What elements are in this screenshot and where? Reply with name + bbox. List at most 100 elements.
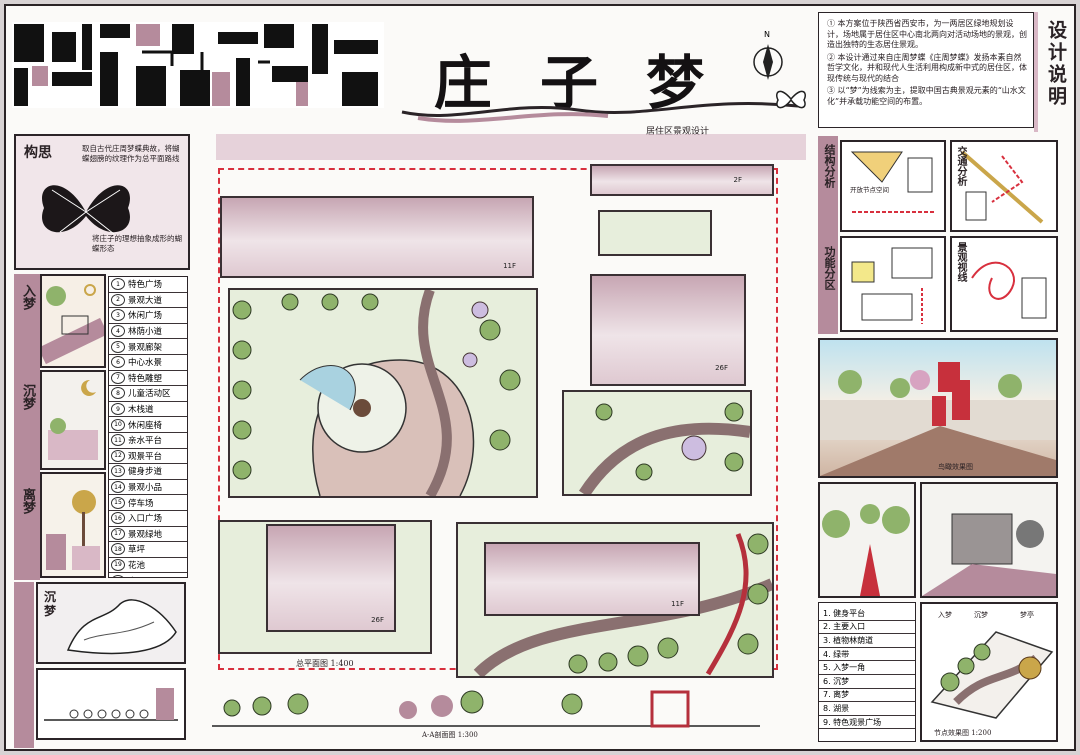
traffic-diagram [960, 150, 1044, 224]
legend-text: 中心水景 [128, 358, 163, 369]
axo-caption: 节点效果图 1:200 [934, 729, 992, 737]
structure-note: 开放节点空间 [850, 186, 889, 194]
legend-number: 5 [111, 340, 125, 353]
subtitle: 居住区景观设计 [646, 127, 710, 137]
legend2-item: 3. 植物林荫道 [819, 634, 915, 648]
building-se-11f: 11F [484, 542, 700, 616]
butterfly-icon [776, 90, 806, 109]
legend-number: 9 [111, 403, 125, 416]
concept-panel: 构思 取自古代庄周梦蝶典故，将蝴蝶翅膀的纹理作为总平面路线 将庄子的理想抽象成形… [14, 134, 190, 270]
title-brush-swash [401, 102, 799, 123]
legend-text: 健身步道 [128, 467, 163, 478]
function-label: 功能分区 [823, 246, 836, 290]
legend-number: 7 [111, 371, 125, 384]
structure-analysis-panel: 开放节点空间 [840, 140, 946, 232]
traffic-analysis-panel [950, 140, 1058, 232]
building-label-north: 11F [503, 262, 516, 270]
legend-text: 休闲广场 [128, 311, 163, 322]
axo-label-2: 沉梦 [974, 611, 988, 619]
rock-sketch [66, 599, 177, 655]
building-north-11f: 11F [220, 196, 534, 278]
sketch-leave-dream [40, 472, 106, 578]
legend-number: 17 [111, 527, 125, 540]
legend2-item: 5. 入梦一角 [819, 661, 915, 675]
legend2-item: 1. 健身平台 [819, 607, 915, 621]
rock-sketch-label: 沉梦 [44, 590, 57, 618]
legend2-item: 4. 绿带 [819, 648, 915, 662]
perspective-panel: 鸟瞰效果图 [818, 338, 1058, 478]
legend-text: 花池 [128, 560, 146, 571]
building-label-ne: 2F [733, 176, 742, 184]
dream-label-3: 离梦 [20, 488, 35, 514]
legend-text: 特色广场 [128, 280, 163, 291]
legend2-item: 2. 主要入口 [819, 621, 915, 635]
function-analysis-panel [840, 236, 946, 332]
legend-text: 水景 [128, 575, 145, 578]
legend-number: 13 [111, 465, 125, 478]
notes-side-band [1034, 12, 1038, 132]
garden-central [228, 288, 538, 499]
legend-item: 20水景 [109, 573, 187, 578]
legend-number: 20 [111, 574, 125, 577]
axonometric-panel: 入梦 沉梦 梦亭 节点效果图 1:200 [920, 602, 1058, 742]
garden-east [562, 390, 752, 498]
bottom-left-strip [14, 582, 34, 748]
legend-text: 景观小品 [128, 483, 163, 494]
concept-text-bottom: 将庄子的理想抽象成形的蝴蝶形态 [92, 234, 182, 253]
legend-number: 8 [111, 387, 125, 400]
section-strip [212, 682, 760, 734]
design-notes-panel: ① 本方案位于陕西省西安市，为一两居区绿地规划设计，场地属于居住区中心南北两向对… [818, 12, 1034, 128]
legend-text: 草坪 [128, 545, 146, 556]
legend-text: 景观廊架 [128, 342, 163, 353]
design-board: 庄 子 梦 居住区景观设计 N ① 本方案位于陕西省西安市，为一两居区绿地规划设… [4, 4, 1076, 751]
axo-label-3: 梦亭 [1020, 611, 1034, 619]
legend2-item: 7. 离梦 [819, 689, 915, 703]
page-title: 庄 子 梦 [433, 49, 719, 117]
top-left-pattern [12, 22, 384, 108]
structure-diagram [850, 151, 934, 213]
garden-ne-small [598, 210, 712, 256]
legend-text: 景观绿地 [128, 529, 163, 540]
render-right [922, 513, 1056, 596]
structure-label: 结构分析 [823, 144, 836, 188]
legend-text: 特色雕塑 [128, 373, 163, 384]
north-label: N [764, 30, 770, 39]
legend2-item: 6. 沉梦 [819, 675, 915, 689]
design-notes-title: 设计说明 [1045, 20, 1067, 108]
rock-sketch-panel: 沉梦 [36, 582, 186, 664]
section-sketch [44, 688, 178, 721]
view-diagram [971, 261, 1047, 319]
render-panel-right [920, 482, 1058, 598]
legend-text: 休闲座椅 [128, 420, 163, 431]
compass-icon [753, 44, 783, 80]
plan-top-band [216, 134, 806, 160]
legend-text: 入口广场 [128, 514, 163, 525]
legend-text: 景观大道 [128, 295, 163, 306]
legend-text: 木栈道 [128, 405, 154, 416]
legend-number: 10 [111, 418, 125, 431]
traffic-label: 交通分析 [955, 146, 966, 186]
legend-number: 6 [111, 356, 125, 369]
garden-se-plan [473, 533, 775, 679]
sketch-deep-graphic [48, 379, 98, 460]
building-label-se: 11F [671, 600, 684, 608]
legend-number: 1 [111, 278, 125, 291]
section-elevation [212, 690, 760, 728]
pattern-graphic [12, 22, 384, 108]
sketch-leave-graphic [46, 490, 100, 570]
sketch-enter-graphic [38, 284, 108, 365]
